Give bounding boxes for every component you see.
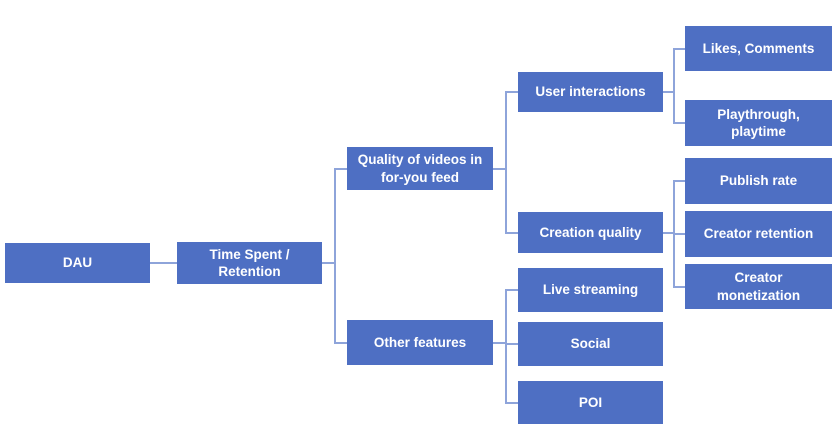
edge-user_interactions-playthrough_playtime-h2 [674,122,685,124]
edge-user_interactions-playthrough_playtime-v [673,91,675,124]
edge-other_features-poi-h2 [506,402,518,404]
edge-quality_feed-creation_quality-v [505,168,507,234]
edge-time_spent-quality_feed-h2 [335,168,347,170]
edge-creation_quality-creator_monetization-h1 [663,232,675,234]
edge-creation_quality-publish_rate-v [673,180,675,234]
edge-creation_quality-creator_monetization-v [673,232,675,288]
node-publish_rate: Publish rate [685,158,832,204]
edge-quality_feed-user_interactions-h2 [506,91,518,93]
node-creator_retention: Creator retention [685,211,832,257]
edge-other_features-poi-v [505,342,507,404]
edge-time_spent-other_features-v [334,262,336,344]
node-playthrough_playtime: Playthrough, playtime [685,100,832,146]
node-creation_quality: Creation quality [518,212,663,253]
edge-dau-time_spent-h2 [164,262,177,264]
node-dau: DAU [5,243,150,283]
edge-other_features-live_streaming-v [505,289,507,344]
edge-user_interactions-likes_comments-v [673,48,675,93]
node-creator_monetization: Creator monetization [685,264,832,309]
edge-other_features-live_streaming-h2 [506,289,518,291]
edge-quality_feed-user_interactions-v [505,91,507,170]
edge-quality_feed-creation_quality-h2 [506,232,518,234]
node-time_spent: Time Spent / Retention [177,242,322,284]
edge-time_spent-quality_feed-v [334,168,336,264]
edge-creation_quality-creator_retention-h2 [674,233,685,235]
node-social: Social [518,322,663,366]
edge-dau-time_spent-h1 [150,262,165,264]
node-user_interactions: User interactions [518,72,663,112]
node-live_streaming: Live streaming [518,268,663,312]
node-likes_comments: Likes, Comments [685,26,832,71]
edge-other_features-social-h2 [506,343,518,345]
node-quality_feed: Quality of videos in for-you feed [347,147,493,190]
edge-creation_quality-publish_rate-h2 [674,180,685,182]
edge-user_interactions-playthrough_playtime-h1 [663,91,675,93]
edge-time_spent-other_features-h1 [322,262,336,264]
edge-time_spent-other_features-h2 [335,342,347,344]
node-poi: POI [518,381,663,424]
edge-user_interactions-likes_comments-h2 [674,48,685,50]
edge-other_features-poi-h1 [493,342,507,344]
edge-creation_quality-creator_monetization-h2 [674,286,685,288]
node-other_features: Other features [347,320,493,365]
edge-quality_feed-creation_quality-h1 [493,168,507,170]
